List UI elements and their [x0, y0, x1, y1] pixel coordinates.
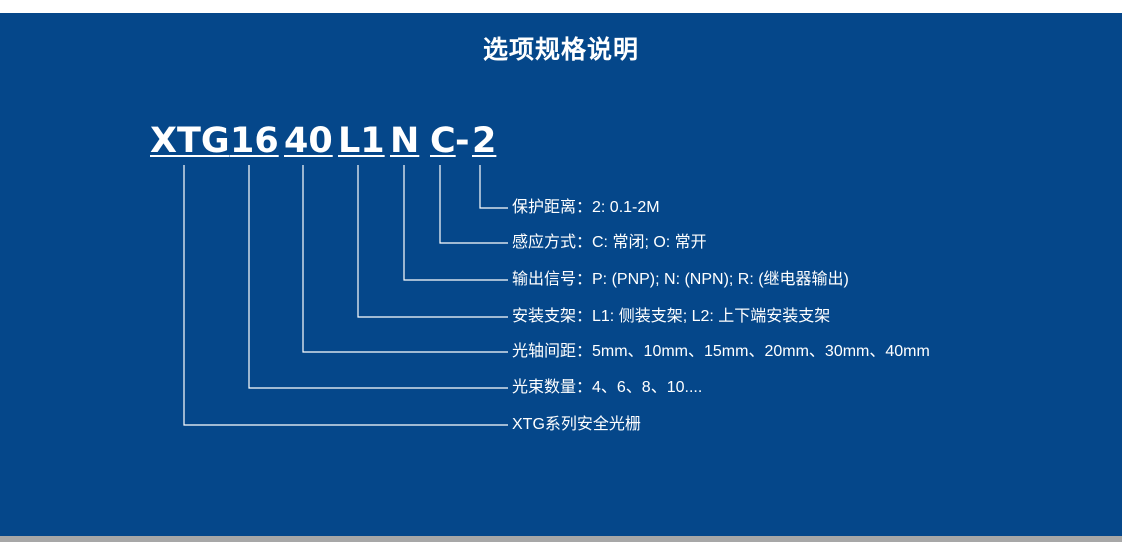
code-segment-beams: 16	[230, 121, 279, 161]
leader-line-sensing	[439, 165, 508, 244]
code-segment-series: XTG	[150, 121, 230, 161]
option-output-signal: 输出信号：P: (PNP); N: (NPN); R: (继电器输出)	[512, 271, 849, 288]
code-separator: -	[455, 121, 470, 161]
code-segment-sensing: C	[430, 121, 456, 161]
option-protection-distance: 保护距离：2: 0.1-2M	[512, 199, 660, 216]
option-beam-pitch: 光轴间距：5mm、10mm、15mm、20mm、30mm、40mm	[512, 343, 930, 360]
page-title: 选项规格说明	[482, 36, 639, 64]
code-segment-pitch: 40	[284, 121, 333, 161]
option-beam-count: 光束数量：4、6、8、10....	[512, 379, 703, 396]
code-segment-output: N	[390, 121, 420, 161]
leader-line-pitch	[302, 165, 508, 353]
leader-line-bracket	[357, 165, 508, 318]
option-series-name: XTG系列安全光栅	[512, 416, 641, 433]
bottom-divider	[0, 536, 1122, 542]
leader-line-series	[183, 165, 508, 426]
option-mounting-bracket: 安装支架：L1: 侧装支架; L2: 上下端安装支架	[512, 308, 831, 325]
leader-line-output	[403, 165, 508, 281]
code-segment-distance: 2	[472, 121, 497, 161]
leader-line-distance	[479, 165, 508, 209]
spec-panel	[0, 13, 1122, 536]
leader-line-beams	[248, 165, 508, 389]
option-sensing-mode: 感应方式：C: 常闭; O: 常开	[512, 234, 707, 251]
code-segment-bracket: L1	[338, 121, 385, 161]
